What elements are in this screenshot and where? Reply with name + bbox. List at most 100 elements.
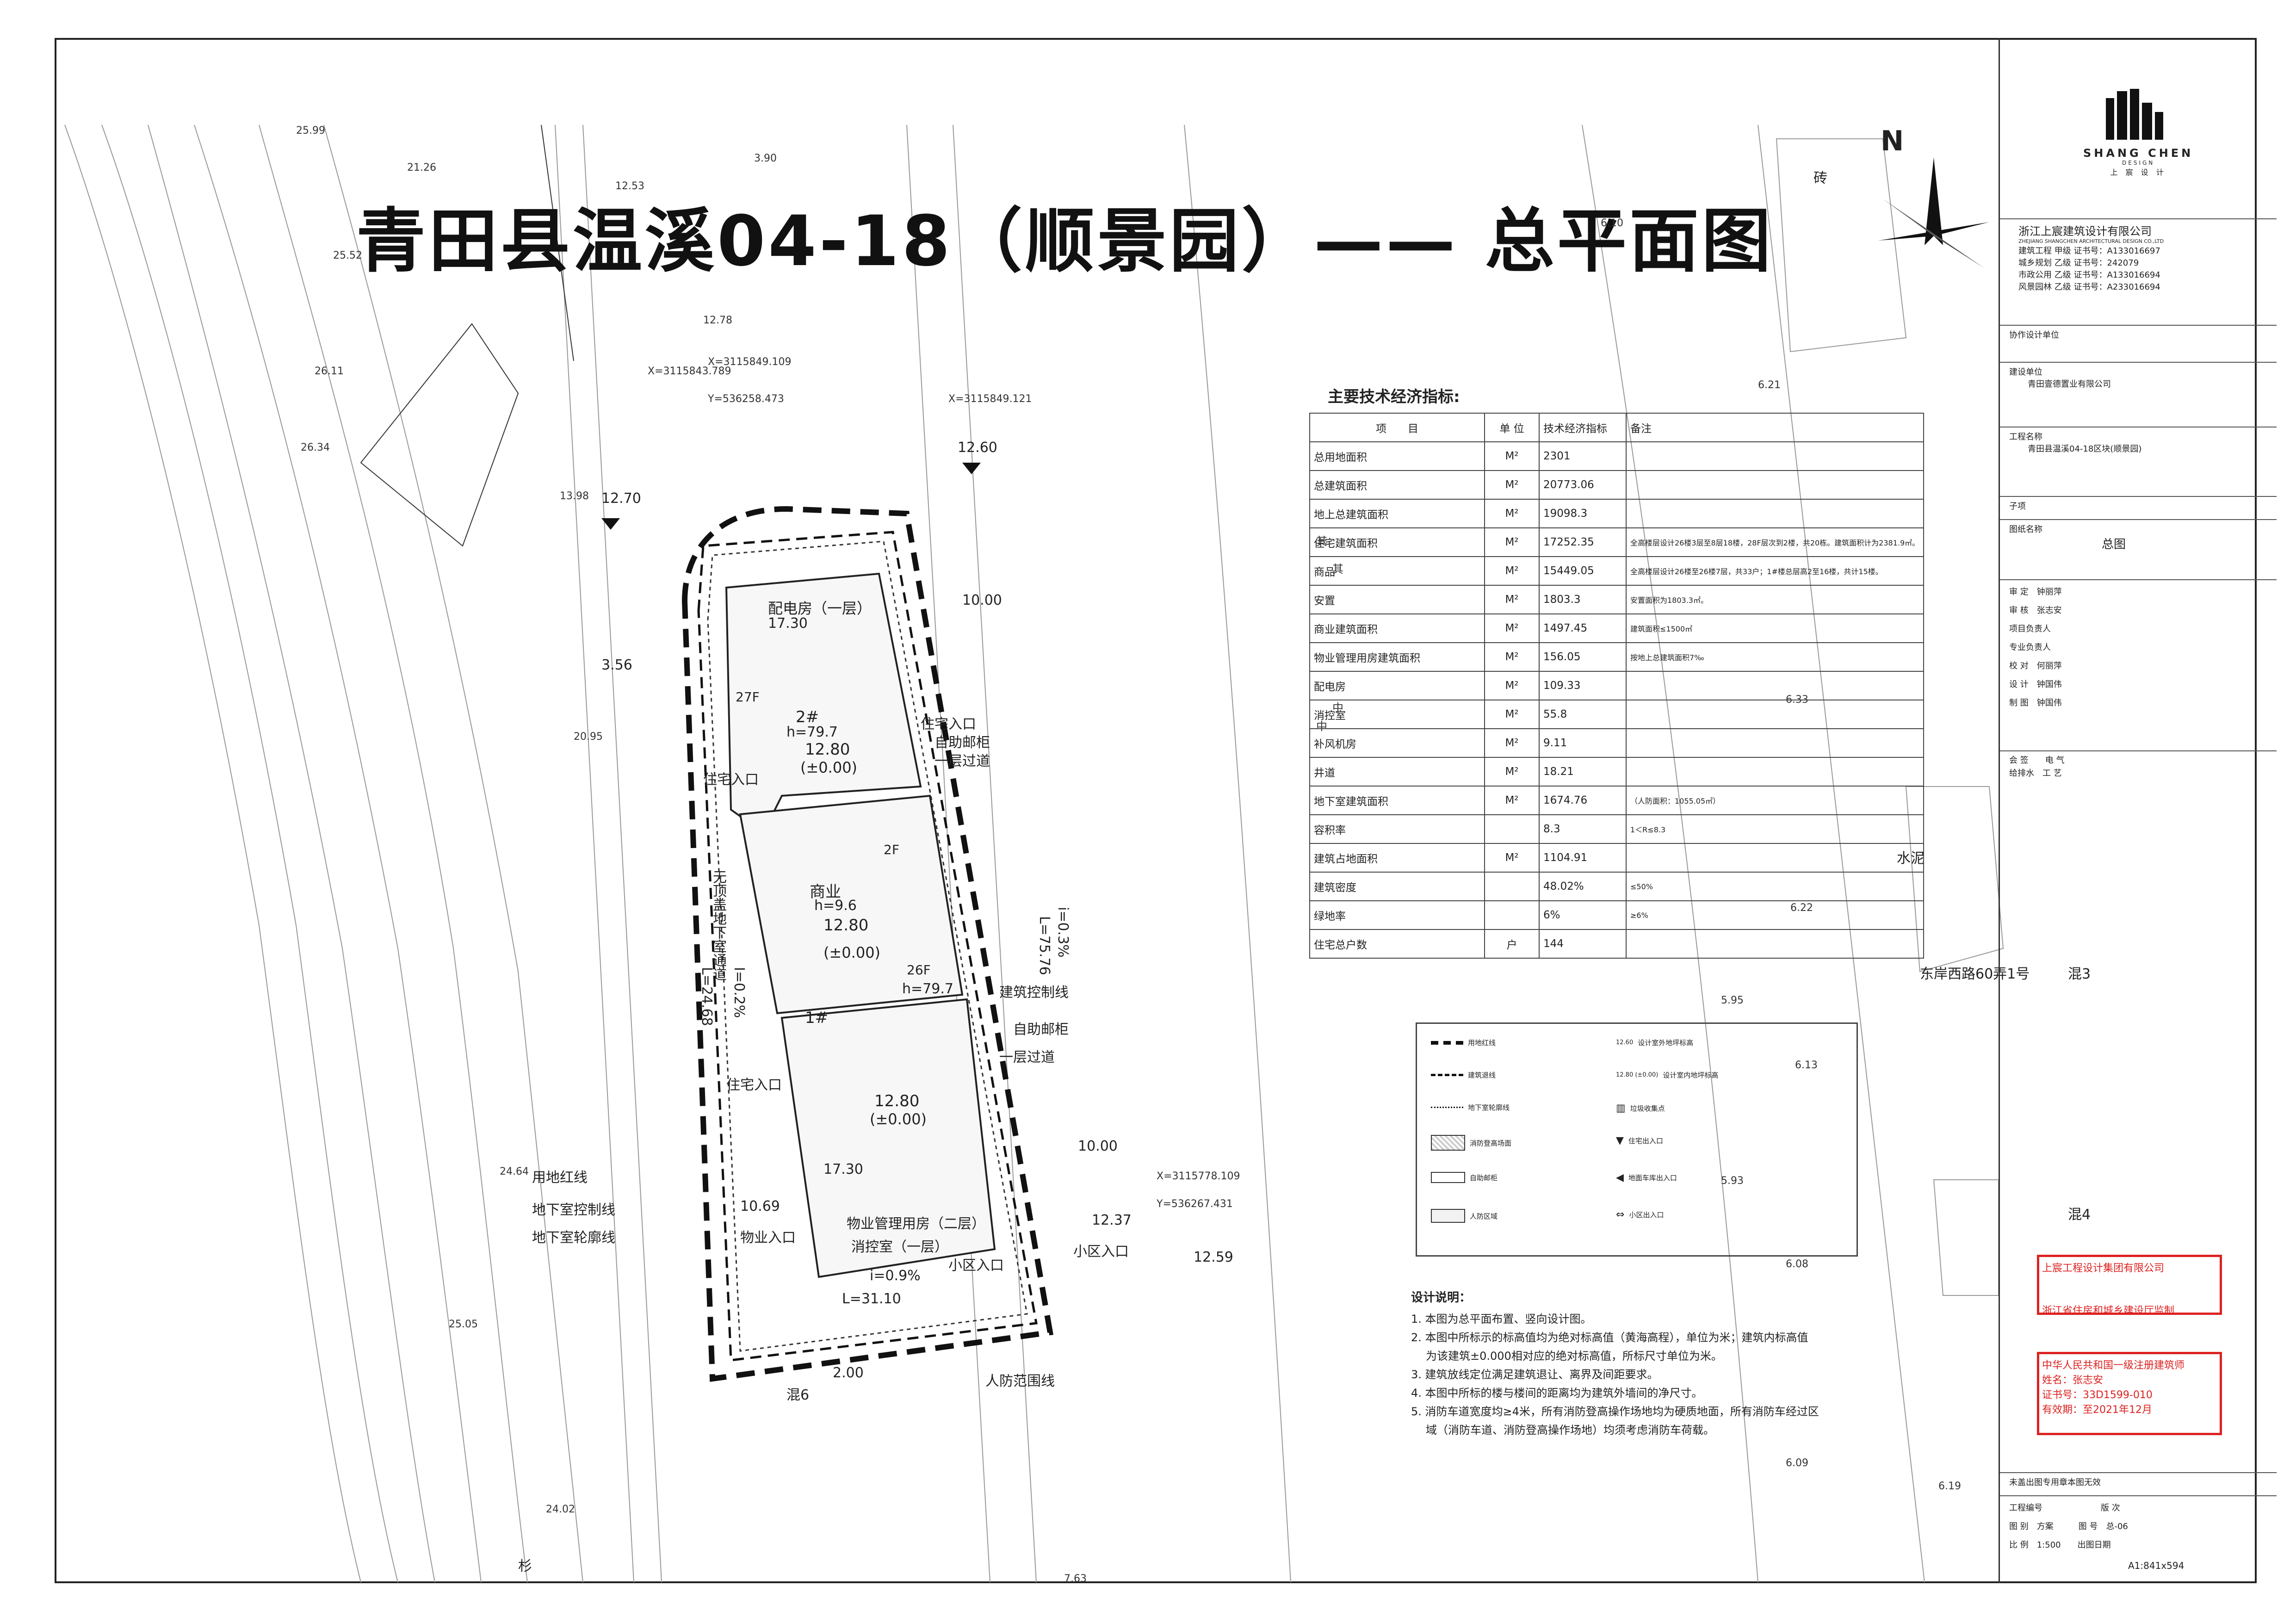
drawing-block: 图纸名称 总图	[2000, 519, 2277, 555]
table-header: 项 目 单 位 技术经济指标 备注	[1309, 413, 1925, 442]
legend-label: 地下室轮廓线	[1468, 1103, 1510, 1112]
subitem-label: 子项	[2000, 496, 2277, 514]
cell: M²	[1484, 527, 1540, 557]
brand-logo: SHANG CHEN DESIGN 上 宸 设 计	[2083, 89, 2193, 177]
role-label: 审 定	[2009, 587, 2029, 597]
arrow-down-icon: ▼	[1616, 1135, 1624, 1146]
project-label: 工程名称	[2009, 432, 2042, 442]
note-line: 5. 消防车道宽度均≥4米，所有消防登高操作场地均为硬质地面，所有消防车经过区	[1411, 1405, 1819, 1418]
stamp-text: 中华人民共和国一级注册建筑师	[2042, 1360, 2185, 1371]
cell	[1625, 929, 1925, 959]
elevation: 6.08	[1786, 1258, 1808, 1270]
legend-label: 消防登高场面	[1470, 1139, 1512, 1147]
client-block: 建设单位 青田壹德置业有限公司	[2000, 362, 2277, 392]
building-name-1: 1#	[805, 1009, 829, 1027]
cell: 8.3	[1539, 814, 1627, 844]
legend-label: 建筑退线	[1468, 1071, 1496, 1079]
outdoor-elevation-icon: 12.60	[1616, 1039, 1634, 1046]
dimension: 3.56	[601, 657, 632, 673]
garbage-icon: ▥	[1616, 1103, 1626, 1114]
place-label: 混3	[2068, 966, 2091, 982]
cell: 商品	[1309, 556, 1485, 586]
company-name: 浙江上宸建筑设计有限公司	[2018, 225, 2152, 238]
note-line: 为该建筑±0.000相对应的绝对标高值，所标尺寸单位为米。	[1426, 1350, 1722, 1363]
cert-line: 风景园林 乙级 证书号：A233016694	[2018, 282, 2160, 292]
company-stamp: 上宸工程设计集团有限公司 浙江省住房和城乡建设厅监制	[2037, 1255, 2222, 1317]
brand-name: SHANG CHEN	[2083, 147, 2194, 160]
table-header-cell: 项 目	[1309, 413, 1485, 442]
cell: 建筑占地面积	[1309, 843, 1485, 873]
dimension: 12.37	[1092, 1212, 1132, 1228]
legend-label: 地面车库出入口	[1628, 1174, 1677, 1182]
cell: （人防面积：1055.05㎡）	[1625, 786, 1925, 815]
coop-label: 协作设计单位	[2000, 325, 2277, 343]
role-label: 设 计	[2009, 680, 2029, 689]
cell: 安置	[1309, 585, 1485, 614]
mailbox-icon	[1431, 1172, 1465, 1183]
legend-item: 人防区域	[1431, 1209, 1498, 1223]
dimension: 12.59	[1194, 1249, 1233, 1265]
elevation: 7.63	[1064, 1573, 1087, 1585]
company-block: 浙江上宸建筑设计有限公司 ZHEJIANG SHANGCHEN ARCHITEC…	[2000, 218, 2277, 292]
elevation: 5.95	[1721, 995, 1744, 1006]
cell: M²	[1484, 786, 1540, 815]
community-entry-label: 小区入口	[948, 1258, 1004, 1274]
side-label: 中	[1316, 720, 1327, 733]
stamp-text: 姓名：张志安	[2042, 1375, 2104, 1386]
building-height-commercial: h=9.6	[814, 898, 857, 914]
property-entry-label: 物业入口	[740, 1230, 796, 1246]
elevation: 25.52	[333, 250, 362, 261]
legend-item: ▥垃圾收集点	[1616, 1103, 1665, 1114]
role-name: 张志安	[2036, 606, 2062, 615]
cell: M²	[1484, 585, 1540, 614]
cell: 1674.76	[1539, 786, 1627, 815]
legend-label: 小区出入口	[1629, 1211, 1664, 1219]
role-label: 专业负责人	[2009, 643, 2051, 652]
table-header-cell: 备注	[1625, 413, 1925, 442]
role-name: 钟国伟	[2036, 698, 2062, 708]
elevation: 6.19	[1938, 1481, 1961, 1492]
elevation: 5.93	[1721, 1175, 1744, 1187]
cell: 15449.05	[1539, 556, 1627, 586]
legend-label: 住宅出入口	[1628, 1137, 1663, 1145]
north-arrow-icon	[1878, 157, 1989, 268]
cell: 18.21	[1539, 757, 1627, 787]
cell: 商业建筑面积	[1309, 613, 1485, 643]
role-name: 钟国伟	[2036, 680, 2062, 689]
cell: 48.02%	[1539, 872, 1627, 901]
cell: 55.8	[1539, 700, 1627, 729]
cell	[1625, 700, 1925, 729]
building-zero-commercial: (±0.00)	[823, 944, 881, 961]
place-label: 杉	[518, 1558, 532, 1574]
project-block: 工程名称 青田县温溪04-18区块(顺景园)	[2000, 427, 2277, 457]
note-line: 1. 本图为总平面布置、竖向设计图。	[1411, 1313, 1592, 1326]
cell: M²	[1484, 556, 1540, 586]
cell	[1484, 872, 1540, 901]
community-entry-icon: ⇔	[1616, 1209, 1625, 1220]
elevation: 26.34	[301, 442, 330, 453]
legend-item: 用地红线	[1431, 1038, 1496, 1047]
side-label: 中	[1332, 701, 1343, 714]
length-label: L=24.68	[699, 967, 715, 1026]
elevation-mark: 12.60	[958, 440, 997, 456]
project-name: 青田县温溪04-18区块(顺景园)	[2028, 444, 2142, 454]
drawing-info: 工程编号 版 次 图 别 方案 图 号 总-06 比 例 1:500 出图日期	[2000, 1495, 2277, 1557]
info-label: 出图日期	[2077, 1540, 2111, 1550]
cell: M²	[1484, 671, 1540, 700]
cell: 补风机房	[1309, 728, 1485, 758]
cell: 1104.91	[1539, 843, 1627, 873]
control-line-label: 建筑控制线	[999, 985, 1069, 1001]
legend-item: 自助邮柜	[1431, 1172, 1498, 1183]
garage-arrow-icon: ◀	[1616, 1172, 1624, 1183]
building-floors-2: 27F	[736, 689, 760, 705]
elevation: 6.21	[1758, 379, 1781, 391]
